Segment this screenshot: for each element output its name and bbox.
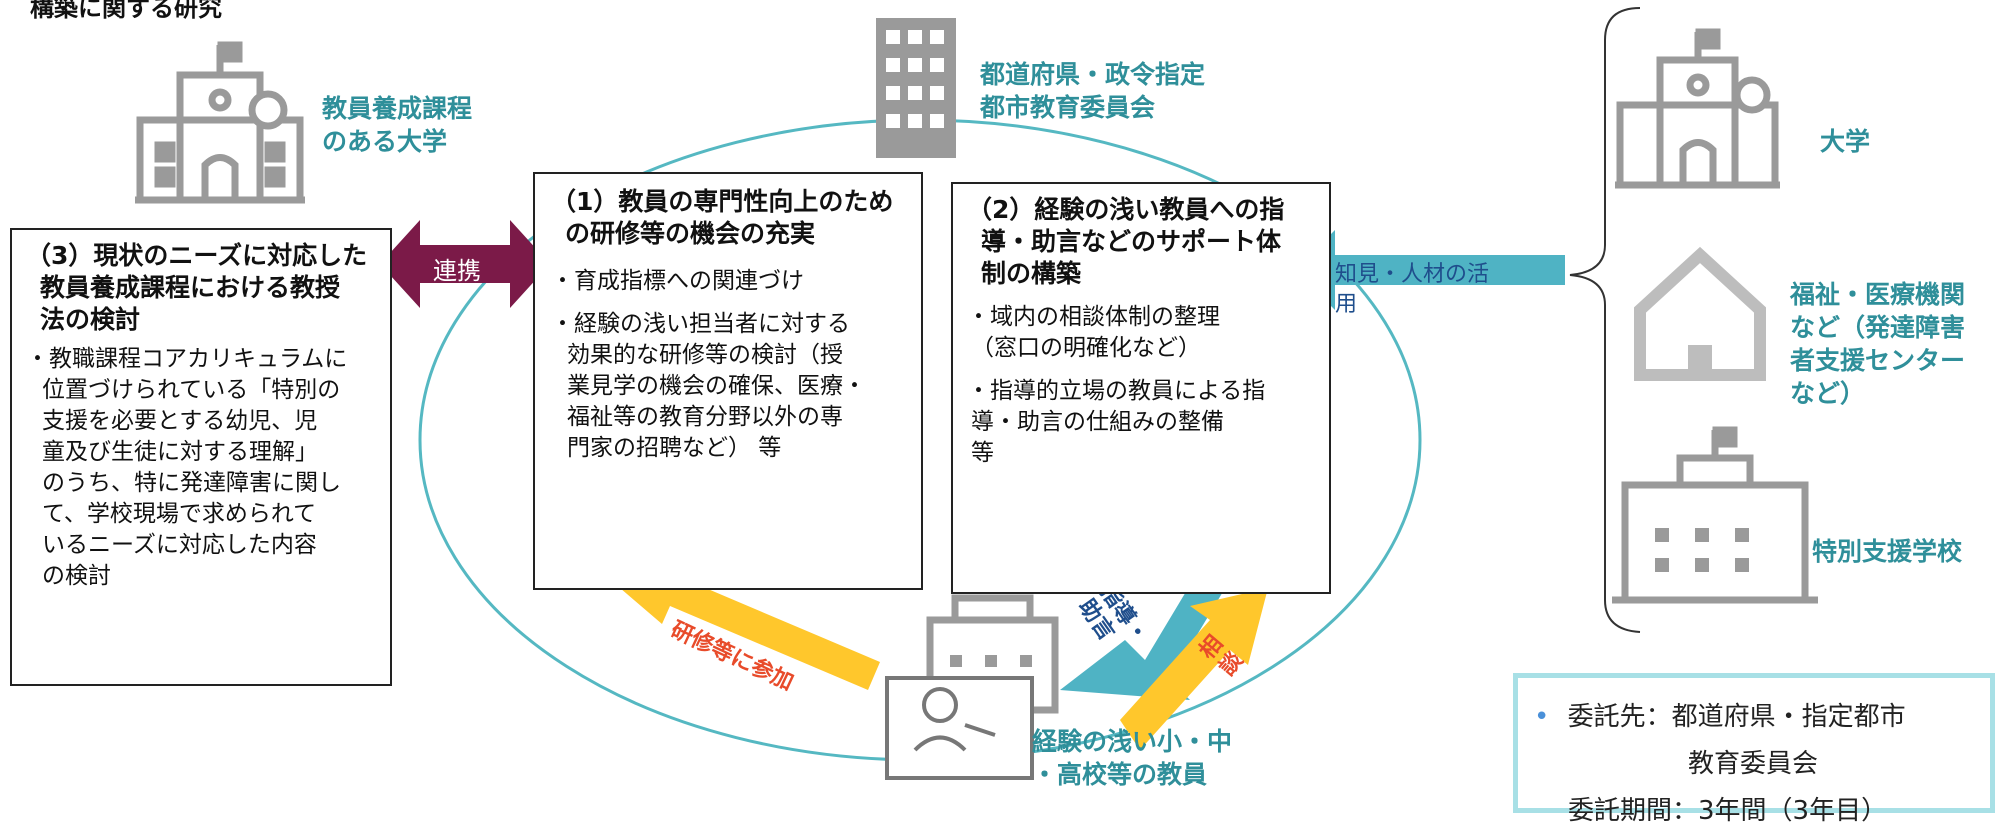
university-training-label: 教員養成課程 のある大学 — [322, 92, 472, 158]
right-university-icon — [1615, 28, 1780, 189]
title-line: の研修等の機会の充実 — [565, 219, 816, 248]
label-line: 知見・人材の活 — [1335, 262, 1490, 287]
chiken-arrow — [1295, 230, 1565, 310]
bullet-dot: • — [1534, 702, 1550, 732]
info-box: • 委託先：都道府県・指定都市 教育委員会 委託期間：3年間（3年目） — [1513, 673, 1995, 826]
info-text: 委託先：都道府県・指定都市 — [1567, 702, 1906, 732]
box-title: （1）教員の専門性向上のため の研修等の機会の充実 — [551, 186, 905, 250]
teacher-icon — [885, 676, 1034, 780]
bullet-line: の検討 — [42, 563, 111, 589]
bullet-line: 門家の招聘など） 等 — [567, 435, 782, 461]
chiken-label: 知見・人材の活 用 — [1335, 260, 1489, 320]
box-curriculum: （3）現状のニーズに対応した 教員養成課程における教授 法の検討 ・教職課程コア… — [10, 228, 392, 686]
box-training: （1）教員の専門性向上のため の研修等の機会の充実 ・育成指標への関連づけ ・経… — [533, 172, 923, 590]
university-icon — [135, 41, 305, 204]
title-line: （1）教員の専門性向上のため — [551, 187, 894, 216]
bullet: ・指導的立場の教員による指 導・助言の仕組みの整備 等 — [967, 376, 1315, 469]
label-line: 都市教育委員会 — [980, 93, 1156, 122]
house-icon — [1634, 246, 1766, 381]
box-support: （2）経験の浅い教員への指 導・助言などのサポート体 制の構築 ・域内の相談体制… — [951, 182, 1331, 594]
title-line: 導・助言などのサポート体 — [981, 227, 1282, 256]
bullet-line: ・域内の相談体制の整理 — [967, 304, 1220, 330]
bullet-line: 業見学の機会の確保、医療・ — [567, 373, 866, 399]
title-line: 教員養成課程における教授 — [40, 273, 341, 302]
label-line: のある大学 — [322, 127, 448, 156]
university-label: 大学 — [1820, 127, 1871, 156]
bullet-line: 導・助言の仕組みの整備 — [971, 409, 1224, 435]
bullet-line: て、学校現場で求められて — [42, 501, 317, 527]
bullet-line: いるニーズに対応した内容 — [42, 532, 317, 558]
label-line: ・高校等の教員 — [1032, 760, 1208, 789]
title-line: 法の検討 — [40, 305, 141, 334]
bullet-line: ・経験の浅い担当者に対する — [551, 311, 850, 337]
label-line: 福祉・医療機関 — [1790, 280, 1966, 309]
bullet-line: ・育成指標への関連づけ — [551, 268, 804, 294]
box-title: （2）経験の浅い教員への指 導・助言などのサポート体 制の構築 — [967, 194, 1315, 290]
bullet: ・経験の浅い担当者に対する 効果的な研修等の検討（授 業見学の機会の確保、医療・… — [551, 309, 905, 464]
renkei-label: 連携 — [433, 257, 481, 285]
bullet-line: 福祉等の教育分野以外の専 — [567, 404, 843, 430]
special-school-icon — [1612, 426, 1818, 604]
bullet-line: ・教職課程コアカリキュラムに — [26, 346, 348, 372]
info-line-1: • 委託先：都道府県・指定都市 — [1534, 696, 1906, 733]
special-school-label: 特別支援学校 — [1812, 537, 1963, 566]
label-line: 教員養成課程 — [322, 94, 473, 123]
soudan-arrow — [1120, 588, 1268, 750]
label-line: など（発達障害 — [1790, 313, 1966, 342]
bullet: ・教職課程コアカリキュラムに 位置づけられている「特別の 支援を必要とする幼児、… — [26, 344, 376, 592]
bullet-line: 等 — [971, 440, 994, 466]
bullet-line: ・指導的立場の教員による指 — [967, 378, 1266, 404]
label-line: 用 — [1335, 292, 1358, 317]
title-line: （3）現状のニーズに対応した — [26, 241, 368, 270]
bullet-line: 童及び生徒に対する理解」 — [42, 439, 318, 465]
bullet-line: 効果的な研修等の検討（授 — [567, 342, 843, 368]
label-line: など） — [1790, 379, 1866, 408]
page-title: 構築に関する研究 — [30, 0, 222, 22]
info-line-3: 委託期間：3年間（3年目） — [1568, 796, 1888, 826]
board-label: 都道府県・政令指定 都市教育委員会 — [980, 58, 1205, 124]
bullet: ・域内の相談体制の整理 （窓口の明確化など） — [967, 302, 1315, 364]
welfare-label: 福祉・医療機関 など（発達障害 者支援センター など） — [1790, 278, 1965, 410]
bullet: ・育成指標への関連づけ — [551, 266, 905, 297]
bullet-line: 位置づけられている「特別の — [42, 377, 341, 403]
label-line: 者支援センター — [1790, 346, 1966, 375]
info-line-2: 教育委員会 — [1688, 749, 1819, 779]
bullet-line: 支援を必要とする幼児、児 — [42, 408, 318, 434]
shidou-arrow — [1060, 560, 1230, 700]
board-building-icon — [876, 18, 956, 158]
label-line: 経験の浅い小・中 — [1032, 727, 1233, 756]
brace — [1569, 7, 1641, 633]
title-line: 制の構築 — [981, 259, 1082, 288]
label-line: 都道府県・政令指定 — [980, 60, 1206, 89]
box-title: （3）現状のニーズに対応した 教員養成課程における教授 法の検討 — [26, 240, 376, 336]
teacher-label: 経験の浅い小・中 ・高校等の教員 — [1032, 725, 1232, 791]
kenshu-arrow — [620, 560, 880, 690]
bullet-line: （窓口の明確化など） — [971, 335, 1201, 361]
title-line: （2）経験の浅い教員への指 — [967, 195, 1285, 224]
renkei-arrow — [380, 220, 550, 308]
bullet-line: のうち、特に発達障害に関し — [42, 470, 341, 496]
